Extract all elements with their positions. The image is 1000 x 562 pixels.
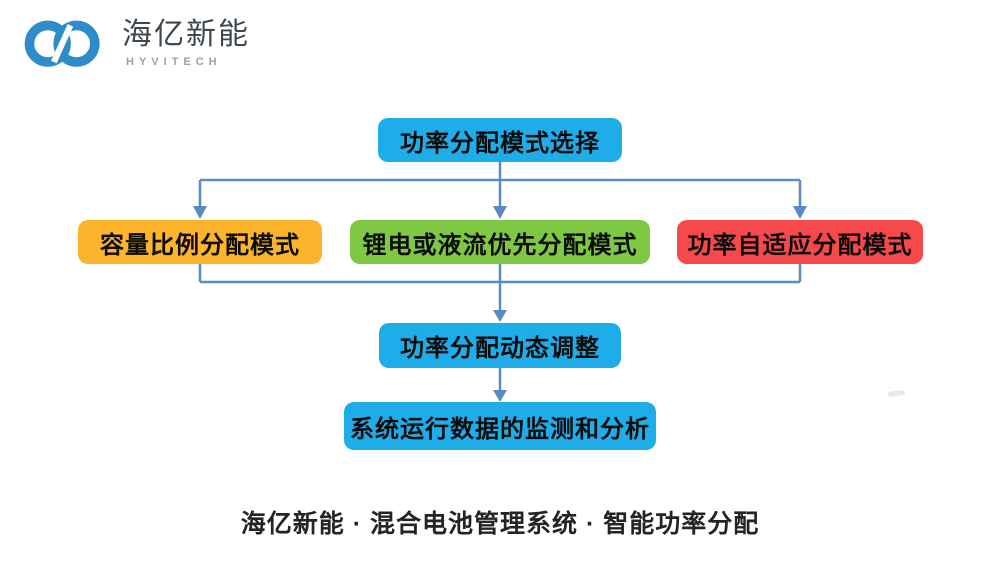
flow-node-adaptive: 功率自适应分配模式 [677, 220, 923, 264]
footer-caption: 海亿新能 · 混合电池管理系统 · 智能功率分配 [240, 510, 760, 538]
brand-name: 海亿新能 [122, 18, 250, 51]
brand-text-block: 海亿新能 HYVITECH [122, 8, 250, 68]
brand-header: 海亿新能 HYVITECH [12, 8, 250, 82]
flow-node-monitor: 系统运行数据的监测和分析 [344, 402, 656, 450]
flow-node-dynamic-adjust: 功率分配动态调整 [379, 323, 621, 368]
arrowhead-monitor [493, 390, 507, 402]
hyvitech-logo-icon [24, 20, 100, 67]
flow-node-priority: 锂电或液流优先分配模式 [350, 220, 650, 264]
flow-node-capacity-ratio: 容量比例分配模式 [78, 220, 322, 264]
flow-node-mode-select: 功率分配模式选择 [378, 118, 622, 162]
brand-subtitle: HYVITECH [126, 56, 222, 68]
arrowhead-right [793, 206, 807, 219]
arrowhead-left [193, 206, 207, 219]
arrowhead-dynamic [493, 310, 507, 322]
arrowhead-mid [493, 206, 507, 219]
